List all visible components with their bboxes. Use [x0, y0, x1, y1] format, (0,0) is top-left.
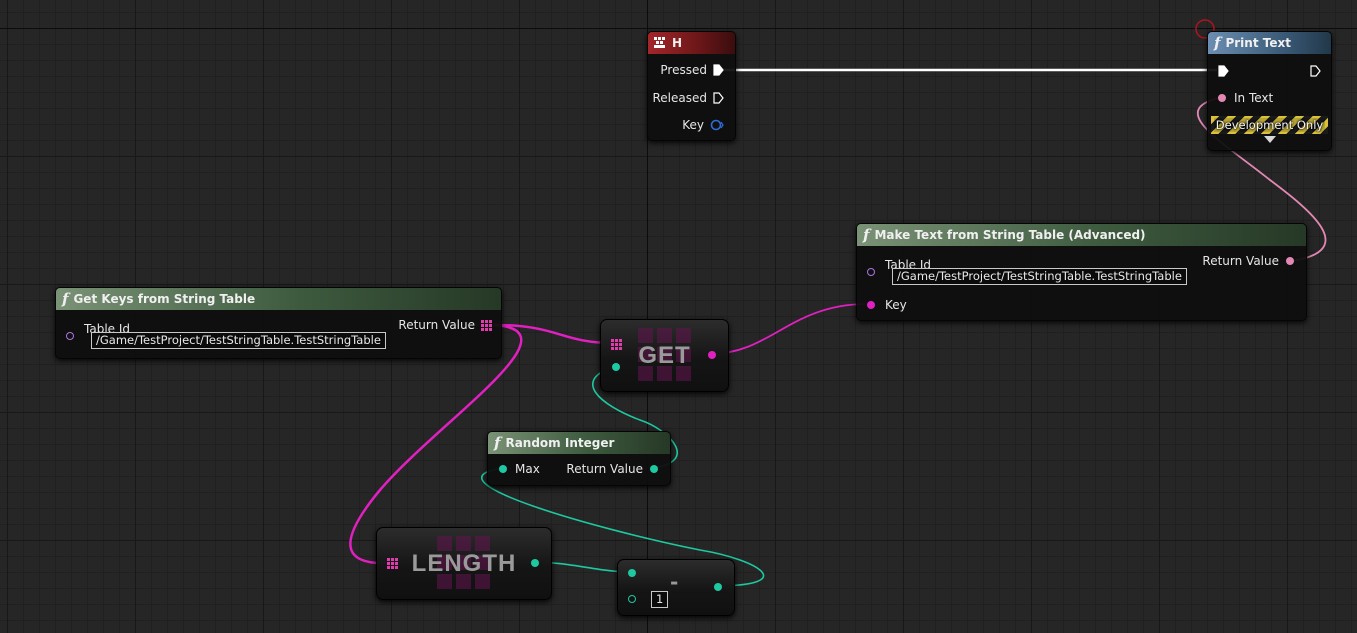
function-icon: f	[62, 290, 69, 308]
return-value-label: Return Value	[398, 318, 475, 332]
development-only-banner: Development Only	[1211, 116, 1328, 134]
table-id-field[interactable]: /Game/TestProject/TestStringTable.TestSt…	[892, 268, 1187, 285]
print-text-node[interactable]: f Print Text In Text Development Only	[1207, 31, 1332, 151]
max-input-row[interactable]: Max	[499, 462, 540, 476]
graph-origin-vertical-axis	[647, 0, 648, 633]
name-pin-icon[interactable]	[867, 301, 875, 309]
subtract-default-value-field[interactable]: 1	[651, 591, 669, 608]
key-input-row[interactable]: Key	[867, 298, 907, 312]
key-output-row[interactable]: Key	[682, 118, 724, 132]
integer-pin-icon[interactable]	[612, 363, 620, 371]
development-only-label: Development Only	[1213, 118, 1326, 132]
function-icon: f	[494, 434, 501, 452]
function-icon: f	[863, 226, 870, 244]
subtract-node[interactable]: - 1	[617, 559, 735, 616]
pressed-label: Pressed	[660, 63, 707, 77]
object-pin-icon[interactable]	[66, 332, 74, 340]
text-pin-icon[interactable]	[1218, 94, 1226, 102]
graph-origin-horizontal-axis	[0, 28, 1357, 29]
chevron-down-icon[interactable]	[1264, 136, 1276, 144]
exec-input-pin-icon[interactable]	[1218, 65, 1229, 77]
length-array-node[interactable]: LENGTH	[376, 527, 552, 600]
in-text-label: In Text	[1234, 91, 1274, 105]
max-label: Max	[515, 462, 540, 476]
array-pin-icon[interactable]	[387, 558, 398, 569]
random-integer-title: Random Integer	[505, 436, 615, 450]
print-text-header[interactable]: f Print Text	[1208, 32, 1331, 54]
array-pin-icon[interactable]	[611, 339, 622, 350]
subtract-symbol: -	[670, 570, 679, 594]
released-output-row[interactable]: Released	[652, 91, 724, 105]
table-id-field[interactable]: /Game/TestProject/TestStringTable.TestSt…	[91, 332, 386, 349]
key-label: Key	[682, 118, 704, 132]
released-label: Released	[652, 91, 707, 105]
int-wire-random-to-get-index[interactable]	[592, 365, 678, 469]
get-keys-title: Get Keys from String Table	[73, 292, 256, 306]
return-value-output-row[interactable]: Return Value	[398, 318, 492, 332]
random-integer-node[interactable]: f Random Integer Max Return Value	[487, 431, 671, 486]
return-value-output-row[interactable]: Return Value	[566, 462, 658, 476]
make-text-from-string-table-node[interactable]: f Make Text from String Table (Advanced)…	[856, 223, 1307, 321]
print-text-title: Print Text	[1225, 36, 1291, 50]
keyboard-icon	[654, 37, 665, 48]
length-label: LENGTH	[411, 549, 517, 577]
pressed-output-row[interactable]: Pressed	[660, 63, 724, 77]
make-text-header[interactable]: f Make Text from String Table (Advanced)	[857, 224, 1306, 246]
array-wire-keys-to-length[interactable]	[349, 323, 523, 565]
key-h-header[interactable]: H	[648, 32, 735, 54]
get-label: GET	[638, 341, 691, 369]
get-array-node[interactable]: GET	[600, 319, 729, 392]
integer-pin-icon[interactable]	[714, 583, 722, 591]
object-pin-icon[interactable]	[867, 268, 875, 276]
reroute-handle[interactable]	[1195, 19, 1215, 39]
in-text-input-row[interactable]: In Text	[1218, 91, 1273, 105]
text-pin-icon[interactable]	[1286, 257, 1294, 265]
key-h-event-node[interactable]: H Pressed Released Key	[647, 31, 736, 141]
function-icon: f	[1214, 34, 1221, 52]
get-keys-header[interactable]: f Get Keys from String Table	[56, 288, 501, 310]
integer-pin-empty-icon[interactable]	[628, 595, 636, 603]
return-value-label: Return Value	[566, 462, 643, 476]
integer-pin-icon[interactable]	[628, 569, 636, 577]
array-watermark-icon	[637, 327, 692, 384]
key-h-title: H	[672, 36, 683, 50]
array-wire-keys-to-get[interactable]	[493, 323, 615, 345]
integer-pin-icon[interactable]	[531, 559, 539, 567]
random-integer-header[interactable]: f Random Integer	[488, 432, 670, 454]
return-value-output-row[interactable]: Return Value	[1202, 254, 1294, 268]
make-text-title: Make Text from String Table (Advanced)	[874, 228, 1146, 242]
array-watermark-icon	[437, 535, 491, 592]
return-value-label: Return Value	[1202, 254, 1279, 268]
text-wire-return-to-in-text[interactable]	[1196, 96, 1327, 262]
array-pin-icon[interactable]	[481, 319, 492, 331]
integer-pin-icon[interactable]	[650, 465, 658, 473]
struct-pin-icon[interactable]	[710, 119, 724, 131]
exec-pin-filled-icon[interactable]	[713, 64, 724, 76]
name-wire-get-to-key[interactable]	[709, 303, 866, 355]
exec-pin-empty-icon[interactable]	[713, 92, 724, 104]
int-wire-subtract-to-max[interactable]	[481, 467, 765, 587]
name-pin-icon[interactable]	[708, 351, 716, 359]
get-keys-from-string-table-node[interactable]: f Get Keys from String Table Table Id /G…	[55, 287, 502, 359]
integer-pin-icon[interactable]	[499, 465, 507, 473]
key-input-label: Key	[885, 298, 907, 312]
exec-output-pin-icon[interactable]	[1310, 65, 1321, 77]
